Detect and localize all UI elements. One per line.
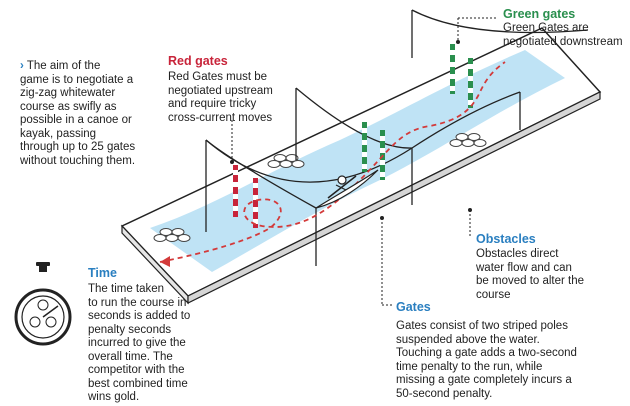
gates-line: time penalty to the run, while — [396, 360, 543, 373]
gates-line: missing a gate completely incurs a — [396, 374, 572, 386]
gates-line: Gates consist of two striped poles — [396, 320, 568, 332]
gates-text: Gates consist of two striped poles suspe… — [396, 320, 577, 401]
green-gates-line: negotiated downstream — [503, 35, 623, 48]
obstacles-line: be moved to alter the — [476, 275, 585, 287]
time-line: penalty seconds — [88, 323, 172, 336]
red-gates-line: and require tricky — [168, 98, 257, 110]
obstacles-text: Obstacles direct water flow and can be m… — [476, 248, 584, 302]
gates-line: suspended above the water. — [396, 333, 540, 346]
intro-line: The aim of the — [26, 60, 101, 72]
time-line: best combined time — [88, 377, 188, 390]
intro-line: without touching them. — [20, 154, 136, 167]
label-leaders — [231, 17, 498, 306]
time-line: incurred to give the — [88, 337, 186, 349]
red-gates-line: negotiated upstream — [168, 84, 273, 97]
gates-line: Touching a gate adds a two-second — [396, 347, 577, 359]
intro-line: zig-zag whitewater — [20, 87, 116, 99]
intro-line: possible in a canoe or — [20, 114, 132, 126]
obstacles-line: Obstacles direct — [476, 248, 559, 260]
course-path — [159, 61, 506, 263]
red-gates-heading: Red gates — [168, 54, 228, 68]
time-line: to run the course in — [88, 296, 187, 309]
time-line: seconds is added to — [88, 310, 191, 322]
obstacles-line: course — [476, 288, 511, 301]
intro-line: game is to negotiate a — [20, 73, 134, 86]
gates-line: 50-second penalty. — [396, 387, 493, 400]
obstacles-line: water flow and can — [476, 261, 572, 274]
green-gates-text: Green Gates are negotiated downstream — [503, 22, 623, 49]
intro-line: through up to 25 gates — [20, 141, 136, 153]
time-heading: Time — [88, 266, 117, 280]
red-gates-text: Red Gates must be negotiated upstream an… — [168, 71, 273, 125]
obstacle-right — [449, 133, 487, 147]
time-line: wins gold. — [88, 391, 140, 403]
intro-text: › The aim of the game is to negotiate a … — [20, 60, 155, 168]
red-gates-line: Red Gates must be — [168, 71, 268, 83]
green-gates-heading: Green gates — [503, 7, 576, 21]
obstacles-heading: Obstacles — [476, 232, 536, 246]
time-line: overall time. The — [88, 350, 173, 363]
time-text: The time taken to run the course in seco… — [88, 283, 190, 405]
obstacle-middle — [267, 154, 305, 168]
red-gate-poles — [233, 165, 258, 228]
gates-heading: Gates — [396, 300, 431, 314]
intro-line: course as swifly as — [20, 100, 117, 113]
intro-marker-icon: › — [20, 60, 24, 72]
intro-line: kayak, passing — [20, 127, 97, 140]
red-gates-line: cross-current moves — [168, 111, 273, 124]
obstacle-left — [153, 228, 191, 242]
time-line: The time taken — [88, 283, 165, 295]
green-gates-line: Green Gates are — [503, 22, 589, 34]
kayak-icon — [315, 169, 379, 209]
course-path-arrow — [160, 256, 170, 267]
time-line: competitor with the — [88, 364, 185, 376]
stopwatch-icon — [14, 262, 72, 346]
